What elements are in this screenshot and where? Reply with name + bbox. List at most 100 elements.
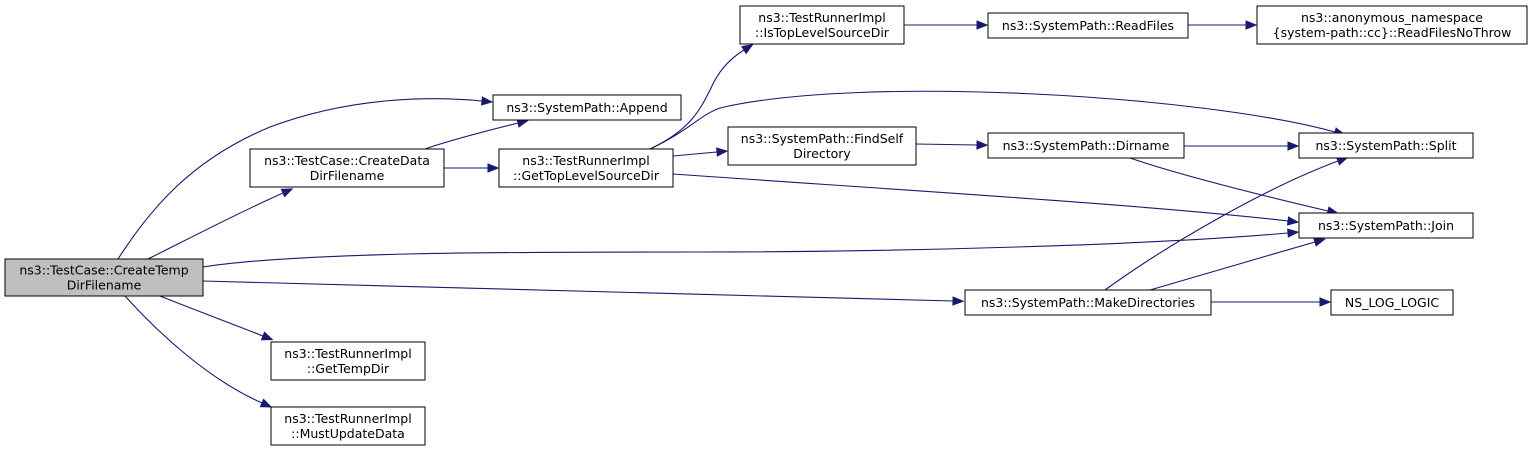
node-label-line: DirFilename [310,168,385,183]
node-label-line: ns3::SystemPath::MakeDirectories [981,295,1195,310]
node-label-line: ns3::TestRunnerImpl [284,346,411,361]
edge-gettop-to-istop [649,43,754,150]
edge-line [915,143,978,146]
node-label-line: DirFilename [67,278,142,293]
node-append[interactable]: ns3::SystemPath::Append [492,94,682,121]
edge-makedirs-to-nslog [1211,297,1332,307]
arrowhead-icon [259,398,273,408]
node-box [1256,5,1528,45]
node-box [4,258,204,297]
arrowhead-icon [1245,20,1258,30]
edge-line [649,90,1336,150]
node-label-line: ::MustUpdateData [291,426,405,441]
node-join[interactable]: ns3::SystemPath::Join [1298,212,1474,239]
node-label-line: ns3::TestCase::CreateData [264,153,430,168]
node-label-line: ns3::SystemPath::FindSelf [741,131,904,146]
node-split[interactable]: ns3::SystemPath::Split [1298,132,1474,159]
node-box [987,132,1185,159]
edge-line [1149,241,1316,291]
node-box [987,12,1189,39]
node-label-line: ns3::SystemPath::Split [1315,138,1456,153]
arrowhead-icon [280,188,294,198]
edge-line [147,192,284,260]
node-nslog[interactable]: NS_LOG_LOGIC [1330,289,1454,316]
edge-gettop-to-join [672,173,1300,226]
function-nodes: ns3::TestCase::CreateTempDirFilenamens3:… [4,5,1528,446]
edge-dirname-to-join [1129,157,1340,216]
node-label-line: ns3::anonymous_namespace [1301,10,1483,25]
edge-dirname-to-split [1184,141,1300,151]
arrowhead-icon [1313,237,1326,247]
edge-root-to-createdata [147,188,294,260]
node-box [1298,212,1474,239]
edge-root-to-append [117,96,494,260]
node-box [249,148,445,188]
node-label-line: ns3::TestRunnerImpl [758,10,885,25]
node-box [739,5,905,45]
edge-line [202,232,1289,268]
node-box [498,148,674,188]
node-label-line: ns3::SystemPath::Join [1318,218,1454,233]
node-label-line: ns3::TestRunnerImpl [284,411,411,426]
arrowhead-icon [481,96,494,106]
node-label-line: ns3::SystemPath::Dirname [1003,138,1170,153]
edge-root-to-gettemp [159,295,274,341]
node-box [1330,289,1454,316]
node-label-line: ::IsTopLevelSourceDir [755,25,890,40]
edge-istop-to-readfiles [904,20,989,30]
arrowhead-icon [741,43,754,55]
node-makedirs[interactable]: ns3::SystemPath::MakeDirectories [964,289,1212,316]
edge-root-to-join [202,228,1300,268]
node-label-line: ns3::TestRunnerImpl [522,153,649,168]
edge-line [159,295,264,337]
node-label-line: ns3::SystemPath::Append [506,100,667,115]
edge-createdata-to-gettop [444,163,500,173]
node-box [492,94,682,121]
edge-line [202,280,954,302]
arrowhead-icon [1319,297,1332,307]
node-box [270,406,426,446]
arrowhead-icon [976,140,989,150]
arrowhead-icon [976,20,989,30]
edge-root-to-mustupdate [124,295,273,408]
node-mustupdate[interactable]: ns3::TestRunnerImpl::MustUpdateData [270,406,426,446]
node-istop[interactable]: ns3::TestRunnerImpl::IsTopLevelSourceDir [739,5,905,45]
node-label-line: {system-path::cc}::ReadFilesNoThrow [1273,25,1512,40]
edge-makedirs-to-join [1149,237,1326,291]
edge-line [672,151,718,157]
node-box [270,341,426,381]
edge-findself-to-dirname [915,140,989,150]
node-box [964,289,1212,316]
node-readfiles[interactable]: ns3::SystemPath::ReadFiles [987,12,1189,39]
edge-line [1104,160,1339,291]
edge-line [124,295,263,404]
node-label-line: ns3::SystemPath::ReadFiles [1002,18,1174,33]
edge-line [424,122,519,150]
node-label-line: ::GetTempDir [307,361,390,376]
edge-createdata-to-append [424,118,530,150]
node-gettop[interactable]: ns3::TestRunnerImpl::GetTopLevelSourceDi… [498,148,674,188]
node-box [727,126,917,166]
edge-line [117,98,483,260]
node-readnothrow[interactable]: ns3::anonymous_namespace{system-path::cc… [1256,5,1528,45]
node-label-line: ::GetTopLevelSourceDir [513,168,660,183]
call-edges [117,20,1349,408]
edge-gettop-to-findself [672,147,729,157]
edge-line [1129,157,1329,212]
edge-line [672,173,1289,222]
node-gettemp[interactable]: ns3::TestRunnerImpl::GetTempDir [270,341,426,381]
node-dirname[interactable]: ns3::SystemPath::Dirname [987,132,1185,159]
edge-line [649,49,745,150]
arrowhead-icon [1287,228,1300,238]
arrowhead-icon [952,296,965,306]
node-label-line: ns3::TestCase::CreateTemp [19,263,188,278]
node-label-line: Directory [793,146,851,161]
edge-readfiles-to-readnothrow [1188,20,1258,30]
node-label-line: NS_LOG_LOGIC [1345,295,1440,310]
arrowhead-icon [487,163,500,173]
edge-root-to-makedirs [202,280,965,306]
